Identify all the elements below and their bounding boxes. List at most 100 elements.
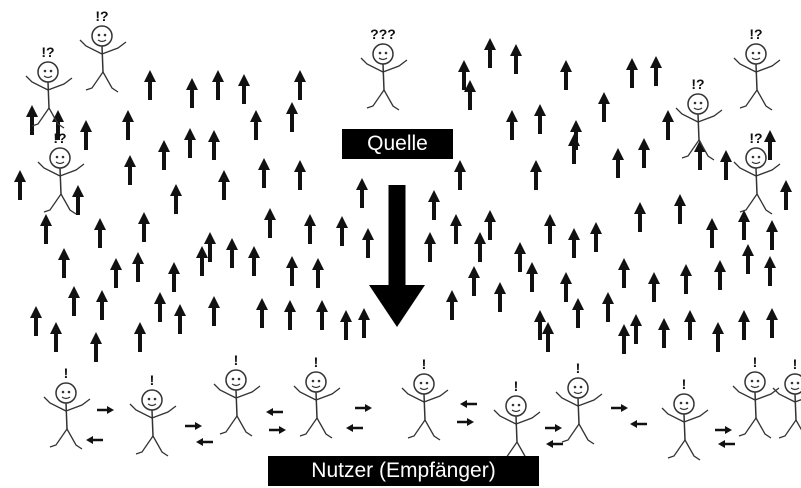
up-arrow-icon: [558, 58, 574, 92]
up-arrow-icon: [142, 68, 158, 102]
up-arrow-icon: [736, 208, 752, 242]
up-arrow-icon: [528, 158, 544, 192]
stick-figure-icon: [129, 389, 177, 457]
up-arrow-icon: [282, 298, 298, 332]
up-arrow-icon: [762, 254, 778, 288]
arrow-left-icon: [344, 422, 365, 434]
figure-mark: !: [682, 376, 687, 392]
stick-figure-icon: [732, 371, 780, 439]
up-arrow-icon: [600, 290, 616, 324]
up-arrow-icon: [262, 206, 278, 240]
stick-figure: !?: [733, 130, 781, 215]
up-arrow-icon: [682, 308, 698, 342]
up-arrow-icon: [206, 294, 222, 328]
up-arrow-icon: [292, 68, 308, 102]
stick-figure-icon: [43, 382, 91, 450]
up-arrow-icon: [508, 42, 524, 76]
up-arrow-icon: [156, 138, 172, 172]
up-arrow-icon: [504, 108, 520, 142]
up-arrow-icon: [152, 290, 168, 324]
arrow-right-icon: [95, 404, 116, 416]
arrow-right-icon: [713, 424, 734, 436]
stick-figure-icon: [772, 373, 801, 441]
up-arrow-icon: [12, 168, 28, 202]
up-arrow-icon: [596, 90, 612, 124]
stick-figure: !: [772, 356, 801, 441]
up-arrow-icon: [92, 216, 108, 250]
source-label: Quelle: [342, 129, 453, 159]
figure-mark: !?: [95, 8, 108, 24]
up-arrow-icon: [740, 242, 756, 276]
figure-mark: !: [314, 354, 319, 370]
arrow-right-icon: [183, 420, 204, 432]
up-arrow-icon: [472, 230, 488, 264]
up-arrow-icon: [636, 136, 652, 170]
up-arrow-icon: [466, 264, 482, 298]
stick-figure: !: [293, 354, 341, 439]
up-arrow-icon: [736, 308, 752, 342]
up-arrow-icon: [284, 254, 300, 288]
up-arrow-icon: [566, 132, 582, 166]
up-arrow-icon: [314, 298, 330, 332]
figure-mark: ???: [370, 26, 396, 42]
figure-mark: !?: [749, 26, 762, 42]
up-arrow-icon: [482, 36, 498, 70]
up-arrow-icon: [624, 56, 640, 90]
up-arrow-icon: [38, 212, 54, 246]
up-arrow-icon: [570, 296, 586, 330]
up-arrow-icon: [764, 218, 780, 252]
stick-figure-icon: [213, 369, 261, 437]
stick-figure: !: [732, 354, 780, 439]
up-arrow-icon: [224, 236, 240, 270]
up-arrow-icon: [712, 258, 728, 292]
recipient-label: Nutzer (Empfänger): [268, 456, 539, 486]
stick-figure: !: [43, 365, 91, 450]
up-arrow-icon: [132, 320, 148, 354]
arrow-right-icon: [455, 416, 476, 428]
up-arrow-icon: [284, 100, 300, 134]
up-arrow-icon: [628, 312, 644, 346]
stick-figure: !: [129, 372, 177, 457]
figure-mark: !: [150, 372, 155, 388]
stick-figure: !?: [79, 8, 127, 93]
up-arrow-icon: [540, 320, 556, 354]
up-arrow-icon: [710, 320, 726, 354]
up-arrow-icon: [616, 256, 632, 290]
up-arrow-icon: [660, 108, 676, 142]
up-arrow-icon: [512, 240, 528, 274]
figure-mark: !: [64, 365, 69, 381]
arrow-left-icon: [628, 418, 649, 430]
up-arrow-icon: [56, 246, 72, 280]
stick-figure-icon: [293, 371, 341, 439]
up-arrow-icon: [354, 176, 370, 210]
up-arrow-icon: [256, 156, 272, 190]
up-arrow-icon: [558, 270, 574, 304]
up-arrow-icon: [248, 108, 264, 142]
up-arrow-icon: [532, 102, 548, 136]
up-arrow-icon: [356, 306, 372, 340]
up-arrow-icon: [120, 108, 136, 142]
up-arrow-icon: [588, 220, 604, 254]
figure-mark: !: [514, 378, 519, 394]
stick-figure-icon: [733, 147, 781, 215]
stick-figure: ???: [360, 26, 408, 111]
figure-mark: !?: [691, 76, 704, 92]
up-arrow-icon: [136, 210, 152, 244]
figure-mark: !: [793, 356, 798, 372]
arrow-right-icon: [609, 402, 630, 414]
up-arrow-icon: [94, 288, 110, 322]
up-arrow-icon: [718, 148, 734, 182]
up-arrow-icon: [236, 72, 252, 106]
stick-figure: !: [661, 376, 709, 461]
up-arrow-icon: [610, 146, 626, 180]
up-arrow-icon: [48, 320, 64, 354]
stick-figure: !?: [733, 26, 781, 111]
stick-figure-icon: [401, 373, 449, 441]
arrow-left-icon: [458, 398, 479, 410]
arrow-right-icon: [543, 422, 564, 434]
up-arrow-icon: [704, 216, 720, 250]
up-arrow-icon: [168, 182, 184, 216]
up-arrow-icon: [194, 244, 210, 278]
up-arrow-icon: [108, 256, 124, 290]
